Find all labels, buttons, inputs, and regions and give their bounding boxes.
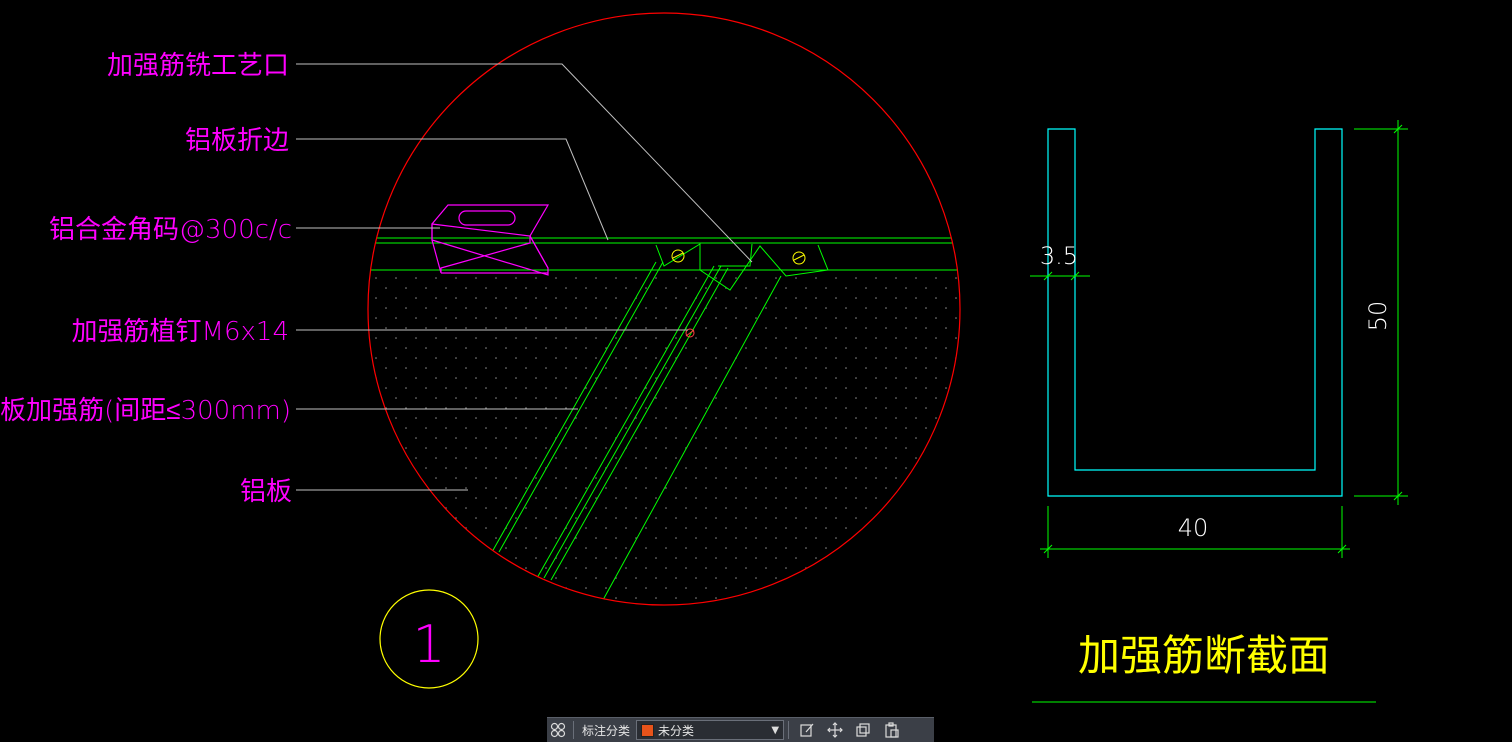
height-dimension [1354, 120, 1408, 505]
category-label: 标注分类 [582, 723, 631, 738]
edit-icon[interactable] [793, 719, 821, 741]
callout-angle-clip: 铝合金角码@300c/c [49, 215, 292, 245]
thickness-value: 3.5 [1040, 242, 1078, 270]
angle-clip-bracket [431, 204, 550, 276]
copy-icon[interactable] [849, 719, 877, 741]
width-value: 40 [1178, 514, 1209, 542]
callout-stud-screw: 加强筋植钉M6x14 [72, 317, 289, 347]
u-channel-outline [1047, 128, 1343, 497]
paste-icon[interactable] [877, 719, 905, 741]
toolbar-divider [573, 721, 574, 739]
width-dimension [1040, 506, 1350, 558]
callout-milling-notch: 加强筋铣工艺口 [107, 51, 289, 81]
detail-boundary-circle [367, 12, 961, 606]
detail-number: 1 [412, 615, 445, 675]
chevron-down-icon: ▼ [771, 724, 780, 736]
section-title: 加强筋断截面 [1078, 631, 1330, 680]
self-tapping-screw-mark [685, 328, 695, 338]
annotation-toolbar: 标注分类 未分类 ▼ [547, 717, 934, 742]
grid-icon[interactable] [547, 719, 569, 741]
toolbar-divider [788, 721, 790, 739]
rivet-screws [671, 249, 806, 265]
callout-aluminum-panel: 铝板 [240, 477, 292, 507]
callout-stiffener: 铝板加强筋(间距≤300mm) [0, 396, 291, 426]
category-select[interactable]: 未分类 ▼ [636, 720, 785, 740]
height-value: 50 [1364, 301, 1392, 332]
detail-number-bubble: 1 [379, 589, 479, 689]
section-profile: 3.5 50 40 [1030, 120, 1408, 558]
thickness-dimension [1030, 271, 1090, 281]
aluminum-panel-hatch [368, 270, 960, 605]
category-select-value: 未分类 [658, 723, 695, 738]
category-color-swatch [641, 723, 655, 737]
detail-view [367, 12, 961, 606]
stiffener-channel [491, 243, 829, 601]
move-icon[interactable] [821, 719, 849, 741]
leader-lines [296, 63, 753, 491]
callout-panel-fold: 铝板折边 [185, 126, 289, 156]
